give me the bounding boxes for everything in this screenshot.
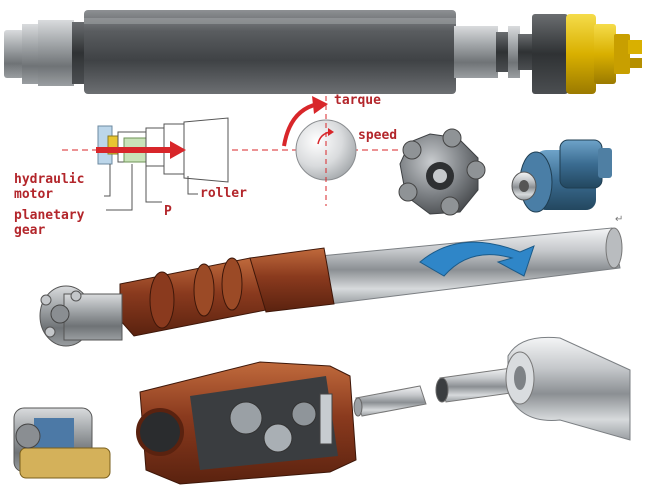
right-coupling-2 [508,26,520,78]
roller-highlight [84,18,456,24]
leader-planetary-gear [106,164,133,211]
roller-body [84,10,456,94]
right-coupling-3 [518,34,532,70]
label-hydraulic-motor: hydraulic motor [14,172,85,202]
top-roller-assembly [4,10,642,94]
chrome-roller-tube [319,227,621,305]
left-shaft-step [22,24,40,84]
roller-shell-body [507,336,631,441]
spline-shaft-body [355,385,427,417]
cutaway-motor-brass-base [19,447,111,479]
gearbox-input [598,148,612,178]
gearbox-cut-interior [190,376,338,470]
radial-piston-motor [398,128,486,216]
yellow-motor-cap [594,24,616,84]
leader-p [145,166,162,203]
planet-gear-1 [229,401,263,435]
gearbox-output-spline [319,393,333,445]
label-planetary-gear: planetary gear [14,208,85,238]
chrome-tube [435,367,519,403]
assembled-drive [39,227,623,347]
label-p: P [164,204,172,219]
cutaway-motor-port [15,423,41,449]
spline-shaft-end [353,397,363,417]
motor-lobe-2 [442,128,462,148]
motor-bolt-2 [44,326,56,338]
roller-tube-end [605,227,623,269]
rotation-arrow [419,241,535,277]
spline-shaft [353,385,427,417]
roller-shell [505,336,631,441]
motor-fitting-2 [630,58,642,68]
drive-arrow [96,141,186,159]
label-torque: tarque [334,93,381,108]
left-bearing-housing [38,20,74,86]
blue-planetary-gearbox [511,139,612,213]
right-shaft [454,26,498,78]
roller-shell-inner [514,366,526,390]
label-roller: roller [200,186,247,201]
motor-lobe-3 [466,160,486,180]
copper-housing-end [249,247,335,313]
motor-center-hub [50,304,70,324]
cutaway-motor [13,407,111,479]
cutaway-gearbox [136,361,357,485]
leader-hydraulic-motor [104,164,111,197]
gearbox-shaft-bore [519,180,529,192]
housing-rib-3 [149,271,175,329]
planet-gear-2 [263,423,293,453]
chrome-tube-bore [435,377,449,403]
housing-rib-2 [221,257,243,311]
housing-rib-1 [193,263,215,317]
gearbox-flange [532,14,568,94]
label-speed: speed [358,128,398,143]
motor-bolt-1 [40,294,52,306]
motor-shaft [433,169,447,183]
cutaway-motor-blue-core [34,418,74,448]
return-mark: ↵ [615,214,624,225]
planet-gear-3 [291,401,317,427]
motor-port-block [614,34,630,74]
schematic-roller-outline [183,117,229,183]
yellow-motor-body [566,14,596,94]
motor-lobe-1 [402,140,422,160]
right-coupling-1 [496,32,508,72]
torque-arrowhead [312,96,328,114]
left-shaft-end [4,30,24,78]
motor-lobe-4 [440,196,460,216]
leader-roller [187,176,198,195]
gearbox-bore [136,408,184,456]
copper-gear-housing [119,257,267,337]
exploded-view [13,336,631,485]
schematic [62,96,400,211]
motor-bolt-3 [70,290,82,302]
motor-fitting [628,40,642,54]
gearbox-rear [559,139,603,189]
motor-lobe-5 [398,182,418,202]
left-bearing-ring [72,22,86,84]
speed-arrowhead [328,128,334,136]
steel-motor-body [63,293,123,341]
